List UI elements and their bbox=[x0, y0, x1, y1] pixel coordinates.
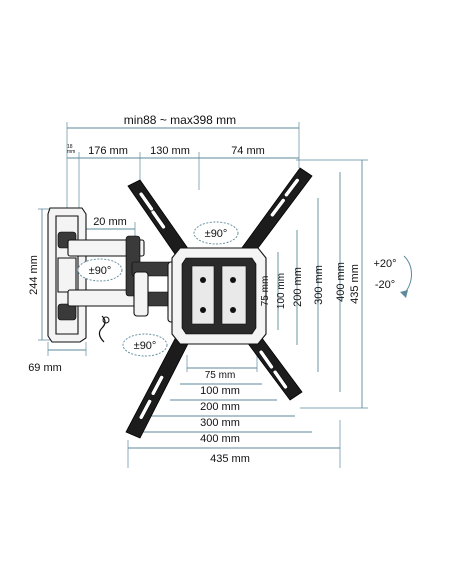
swivel-bottom-bubble bbox=[122, 333, 168, 357]
extension-range-label: min88 ~ max398 mm bbox=[124, 113, 236, 127]
vesa-h-300-label: 300 mm bbox=[200, 417, 240, 429]
vesa-h-75-label: 75 mm bbox=[205, 370, 236, 381]
swing-arms bbox=[67, 235, 183, 343]
depth-130-label: 130 mm bbox=[150, 145, 190, 157]
wall-plate-width-label: 69 mm bbox=[28, 362, 62, 374]
swivel-top-bubble bbox=[193, 221, 239, 245]
arm-slots bbox=[138, 178, 300, 420]
vesa-h-200-label: 200 mm bbox=[200, 401, 240, 413]
vesa-h-100-label: 100 mm bbox=[200, 385, 240, 397]
tilt-down-label: -20° bbox=[375, 279, 395, 291]
vesa-v-435-label: 435 mm bbox=[349, 264, 361, 304]
vesa-v-75-label: 75 mm bbox=[260, 276, 271, 307]
swivel-arm-label: ±90° bbox=[89, 265, 112, 277]
arm-gap-label: 20 mm bbox=[93, 216, 127, 228]
tilt-arc-icon bbox=[403, 255, 412, 295]
vesa-v-300-label: 300 mm bbox=[313, 265, 325, 305]
dimension-lines bbox=[38, 122, 368, 468]
rotation-indicators bbox=[77, 221, 412, 357]
vesa-v-200-label: 200 mm bbox=[292, 267, 304, 307]
tilt-arrow-icon bbox=[400, 290, 408, 298]
swivel-arm-bubble bbox=[77, 258, 123, 282]
swivel-top-label: ±90° bbox=[205, 228, 228, 240]
depth-74-label: 74 mm bbox=[231, 145, 265, 157]
vesa-h-400-label: 400 mm bbox=[200, 433, 240, 445]
vesa-v-400-label: 400 mm bbox=[335, 262, 347, 302]
vesa-v-100-label: 100 mm bbox=[276, 273, 287, 309]
swivel-bottom-label: ±90° bbox=[134, 340, 157, 352]
vesa-h-435-label: 435 mm bbox=[210, 453, 250, 465]
wall-plate-height-label: 244 mm bbox=[28, 255, 40, 295]
depth-176-label: 176 mm bbox=[88, 145, 128, 157]
vesa-bracket bbox=[125, 167, 313, 439]
tilt-up-label: +20° bbox=[373, 258, 396, 270]
